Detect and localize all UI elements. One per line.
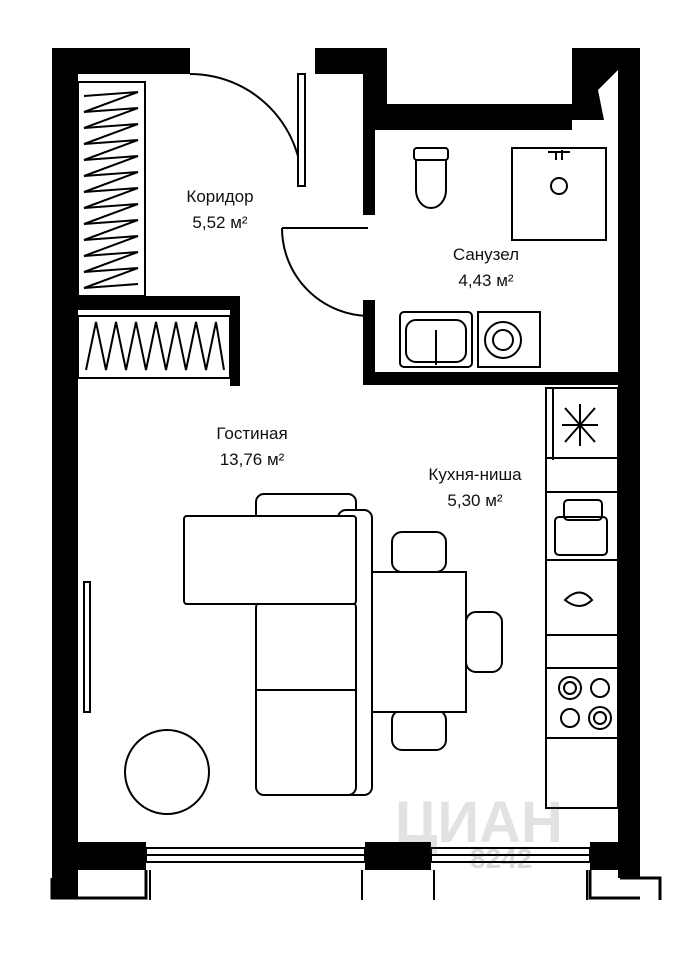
chair-bottom (391, 709, 447, 751)
room-label-bathroom: Санузел 4,43 м² (416, 242, 556, 294)
entrance-door-swing (189, 73, 303, 187)
room-label-living: Гостиная 13,76 м² (182, 421, 322, 473)
kitchen-sink-icon (563, 499, 603, 521)
wardrobe-top (77, 81, 146, 297)
svg-text:ЦИАН: ЦИАН (395, 790, 563, 855)
toilet-tank-icon (413, 147, 449, 161)
room-area: 4,43 м² (458, 271, 514, 290)
room-label-kitchen: Кухня-ниша 5,30 м² (400, 462, 550, 514)
windows (145, 847, 591, 900)
chair-right (465, 611, 503, 673)
dining-table (371, 571, 467, 713)
sink-icon (399, 311, 473, 368)
outer-ledge-right (588, 870, 640, 900)
outer-ledge-corner (620, 876, 662, 900)
kitchen (545, 387, 619, 809)
bathroom-fixtures (399, 147, 607, 368)
room-area: 5,30 м² (447, 491, 503, 510)
svg-text:8242: 8242 (470, 843, 532, 874)
shower-icon (511, 147, 607, 241)
watermark-logo: ЦИАН 8242 (395, 790, 563, 874)
bathroom-door-swing (281, 227, 371, 317)
chair-top (391, 531, 447, 573)
entrance-door[interactable] (297, 73, 306, 187)
room-area: 13,76 м² (219, 450, 285, 469)
walls (52, 48, 640, 898)
hob-icon (558, 676, 582, 700)
sofa-chaise (183, 515, 357, 605)
dishwasher-icon (563, 591, 594, 607)
room-name: Коридор (186, 187, 254, 206)
room-name: Гостиная (216, 424, 288, 443)
shower-drain-icon (550, 177, 568, 195)
round-rug (124, 729, 210, 815)
balcony-door[interactable] (83, 581, 91, 713)
outer-ledge-left (50, 870, 148, 900)
wardrobe-bottom (77, 315, 231, 379)
shaft-notch (598, 70, 618, 120)
toilet-icon (415, 159, 447, 209)
room-label-corridor: Коридор 5,52 м² (150, 184, 290, 236)
furniture (124, 493, 503, 815)
washing-machine-icon (477, 311, 541, 368)
sofa-seat (255, 599, 357, 796)
room-area: 5,52 м² (192, 213, 248, 232)
hood-icon (562, 404, 598, 446)
room-name: Кухня-ниша (428, 465, 522, 484)
room-name: Санузел (452, 245, 520, 264)
